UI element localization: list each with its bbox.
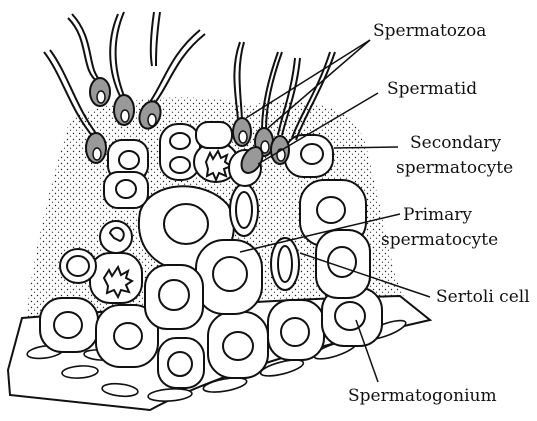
label-spermatid: Spermatid bbox=[387, 79, 477, 99]
spermatozoon bbox=[150, 30, 205, 104]
spermatozoon bbox=[151, 12, 160, 66]
label-secondary-line2: spermatocyte bbox=[396, 158, 513, 178]
primary-spermatocyte-cell bbox=[145, 265, 203, 329]
spermatogonium-cell bbox=[40, 298, 98, 352]
label-spermatogonium: Spermatogonium bbox=[348, 386, 497, 406]
spermatid-cell bbox=[230, 184, 258, 236]
label-sertoli: Sertoli cell bbox=[436, 287, 530, 307]
secondary-spermatocyte-cell bbox=[285, 135, 333, 177]
spermatid-cell bbox=[271, 238, 299, 290]
spermatozoon bbox=[110, 12, 124, 96]
secondary-spermatocyte-cell bbox=[104, 172, 148, 208]
label-primary-line1: Primary bbox=[403, 205, 472, 225]
dividing-cell bbox=[90, 253, 142, 303]
label-secondary-line1: Secondary bbox=[410, 133, 502, 153]
secondary-spermatocyte-cell bbox=[160, 124, 200, 180]
spermatozoon bbox=[68, 14, 102, 82]
primary-spermatocyte-cell bbox=[316, 230, 370, 298]
spermatogonium-cell bbox=[208, 312, 268, 378]
spermatid-cell bbox=[60, 249, 96, 283]
spermatogonium-cell bbox=[268, 300, 324, 360]
spermatid-cell bbox=[100, 221, 132, 253]
spermatid-cell bbox=[196, 122, 232, 148]
primary-spermatocyte-cell bbox=[196, 240, 262, 314]
label-primary-line2: spermatocyte bbox=[381, 230, 498, 250]
label-spermatozoa: Spermatozoa bbox=[373, 21, 486, 41]
spermatogonium-cell bbox=[158, 338, 204, 388]
leader-secondary bbox=[334, 147, 398, 148]
